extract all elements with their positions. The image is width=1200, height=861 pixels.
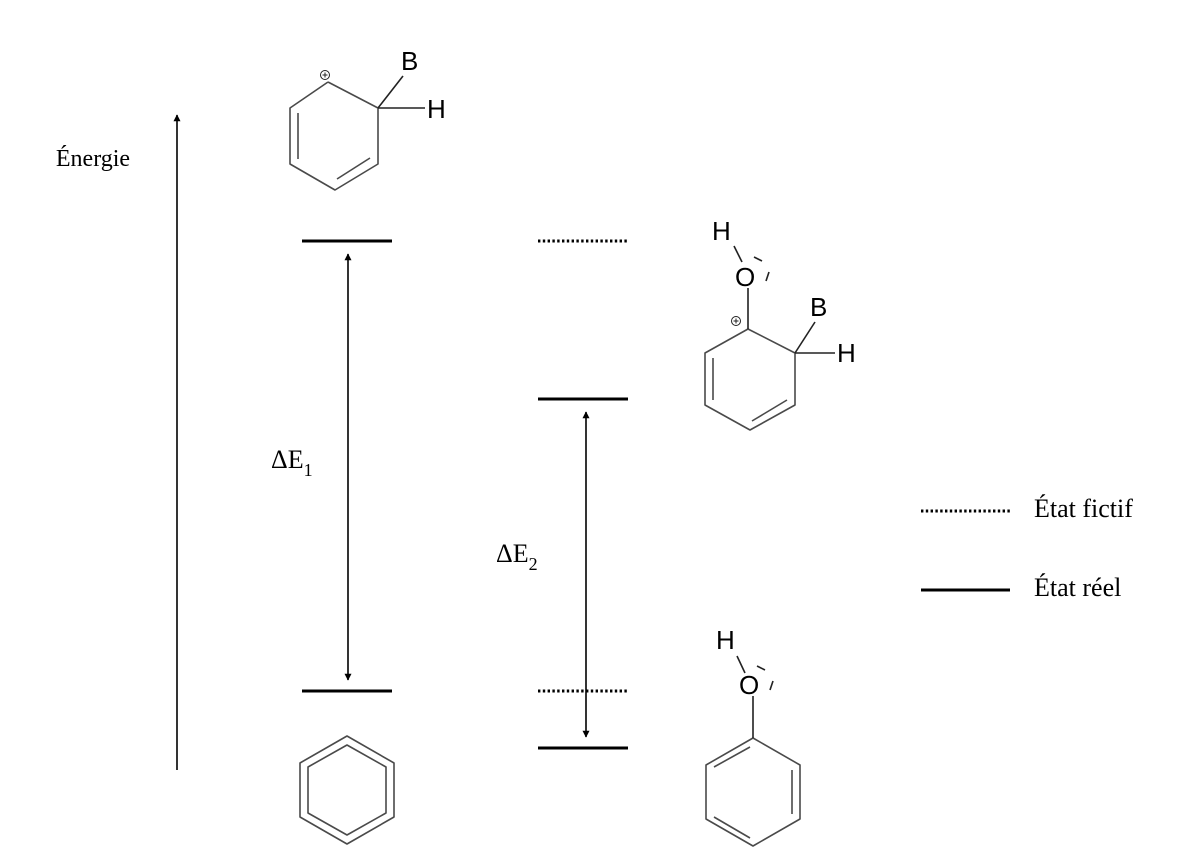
phenol-molecule: O H xyxy=(705,625,801,847)
benzene-molecule xyxy=(299,735,395,845)
delta-e2-label: ΔE2 xyxy=(496,539,538,574)
lone-pair-top xyxy=(756,665,766,671)
lone-pair-right-2 xyxy=(765,271,770,282)
sigma-complex-phenol: O H B H xyxy=(704,216,856,431)
legend-fictif-label: État fictif xyxy=(1034,494,1133,523)
hydrogen-label-mid: H xyxy=(837,338,856,368)
phenol-oxygen: O xyxy=(739,670,759,700)
positive-charge-icon-2 xyxy=(731,316,741,326)
delta-e1-label: ΔE1 xyxy=(271,445,313,480)
hydrogen-label-top: H xyxy=(427,94,446,124)
sigma-complex-benzene: B H xyxy=(289,46,446,191)
positive-charge-icon xyxy=(320,70,330,80)
lone-pair-top-2 xyxy=(753,256,763,262)
phenol-complex-oxygen: O xyxy=(735,262,755,292)
boron-label-top: B xyxy=(401,46,418,76)
phenol-hydrogen: H xyxy=(716,625,735,655)
energy-axis-label: Énergie xyxy=(56,146,130,172)
boron-label-mid: B xyxy=(810,292,827,322)
legend: État fictif État réel xyxy=(921,494,1133,602)
legend-reel-label: État réel xyxy=(1034,573,1121,602)
lone-pair-right xyxy=(769,680,774,691)
phenol-complex-hydrogen: H xyxy=(712,216,731,246)
